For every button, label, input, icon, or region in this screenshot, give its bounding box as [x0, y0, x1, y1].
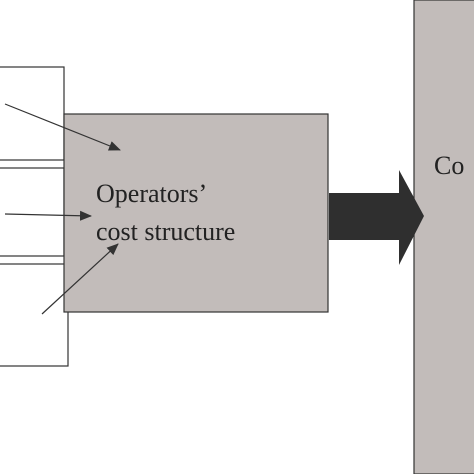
cost-structure-label-line1: Operators’: [96, 179, 207, 208]
input-box-top: [0, 66, 65, 161]
connector-arrow-top: [4, 103, 121, 151]
outcome-box: [413, 0, 474, 474]
outcome-box-label: Co: [434, 151, 464, 180]
connector-arrow-bottom: [41, 243, 119, 315]
main-flow-arrow: [329, 170, 424, 265]
input-box-bottom: [0, 263, 69, 367]
input-box-middle: [0, 167, 65, 257]
connector-arrow-middle: [4, 210, 92, 221]
cost-structure-label-line2: cost structure: [96, 217, 235, 246]
